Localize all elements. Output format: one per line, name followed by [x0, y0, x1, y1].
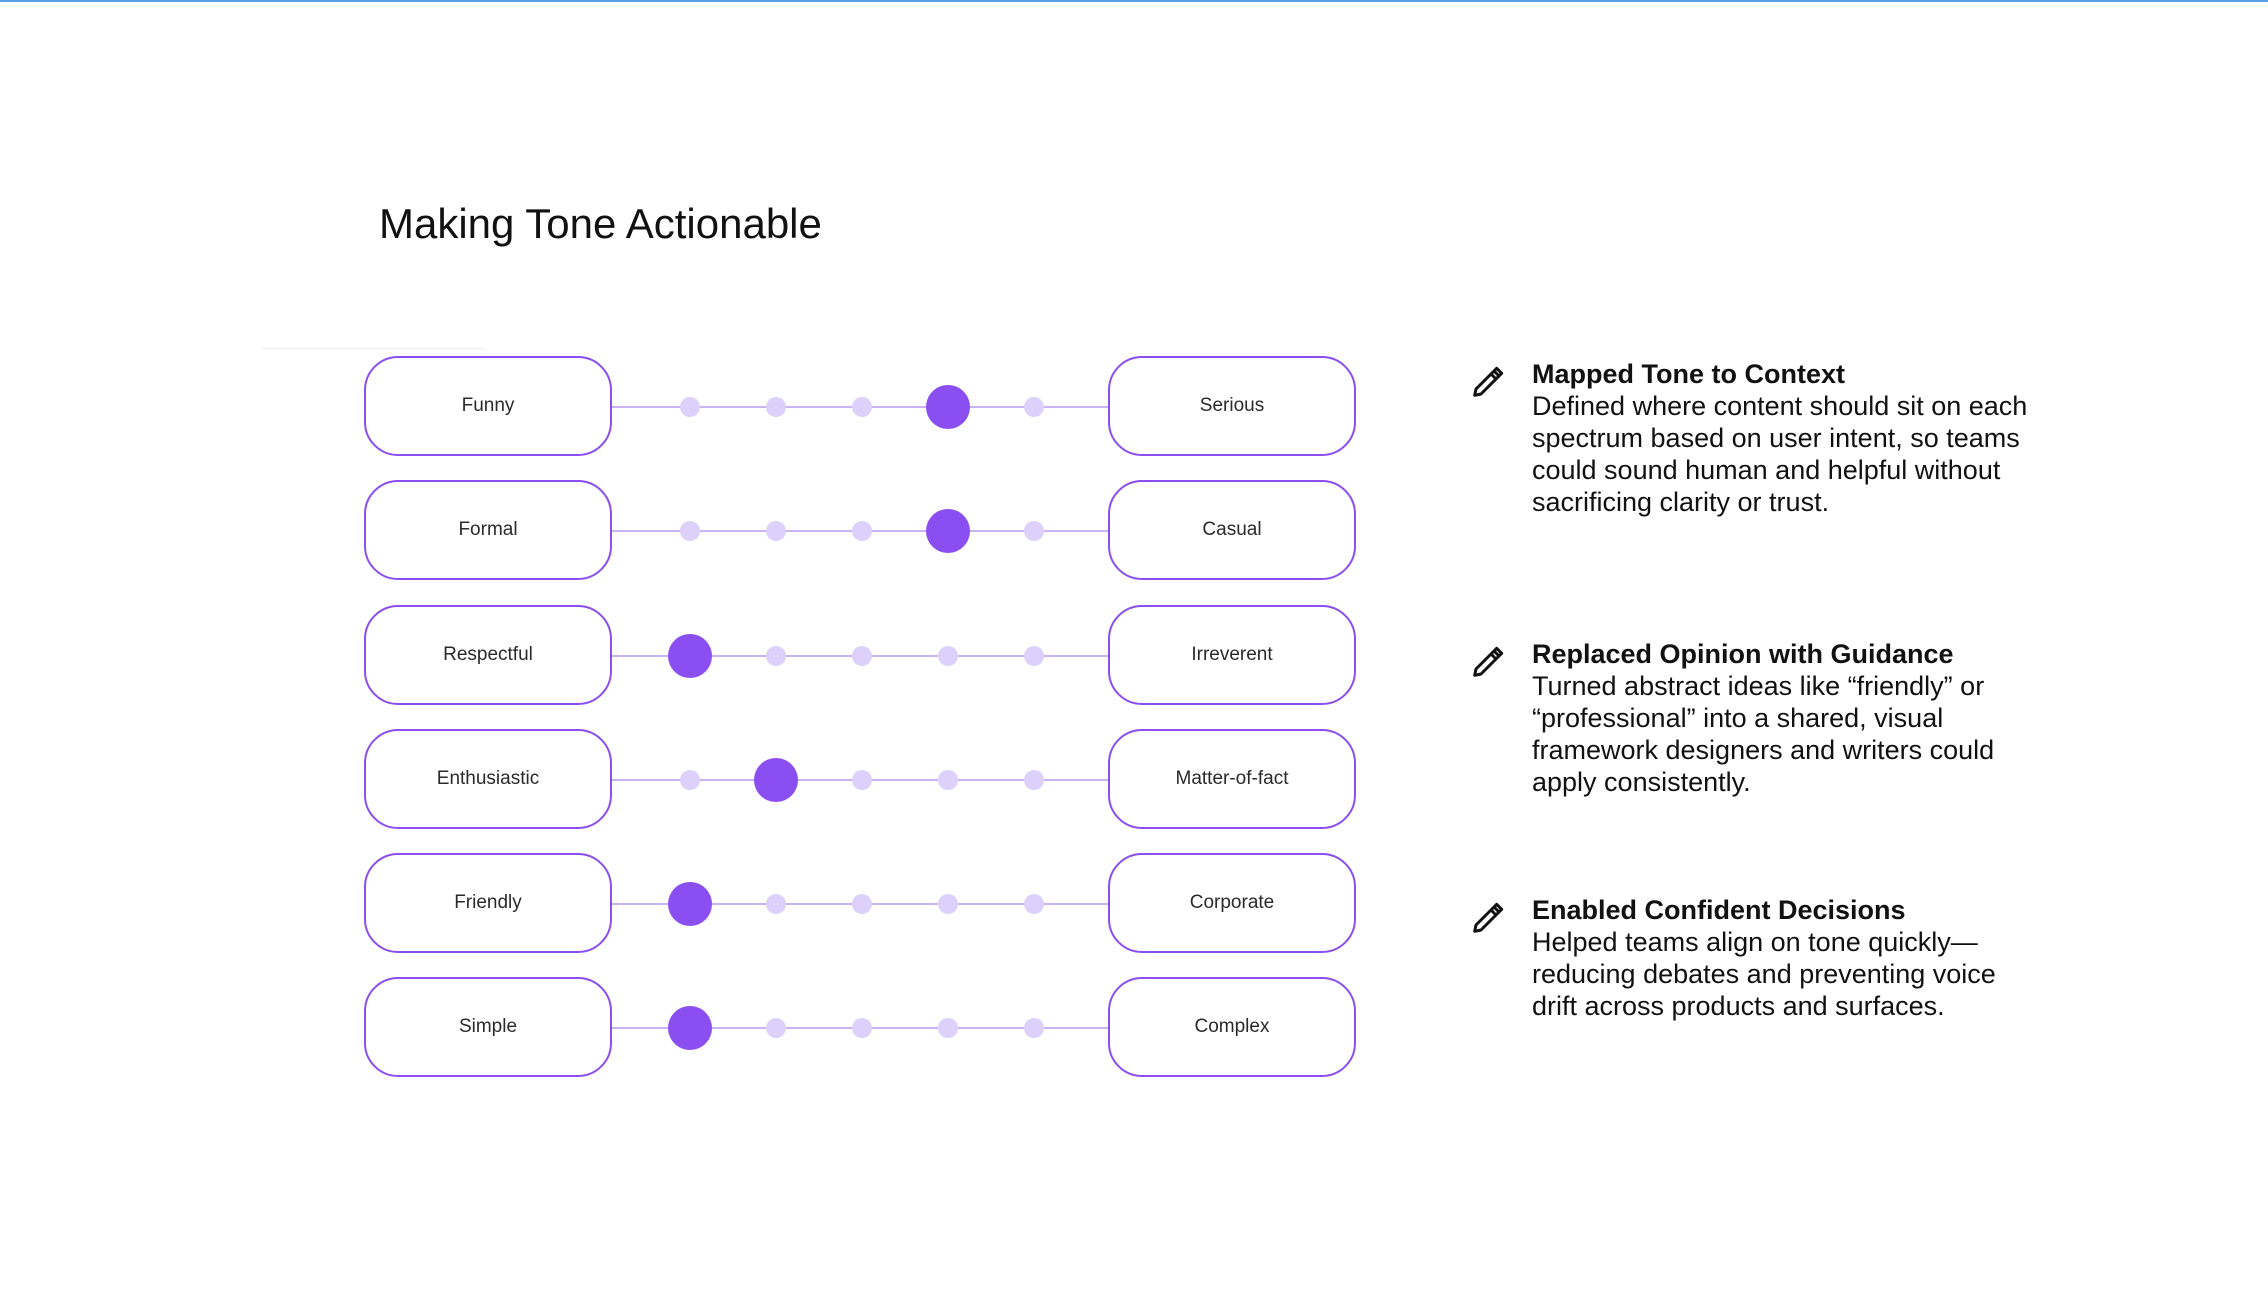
spectrum-right-label: Complex [1108, 977, 1356, 1077]
spectrum-right-label: Casual [1108, 480, 1356, 580]
spectrum-step-dot [1024, 770, 1044, 790]
spectrum-step-dot [680, 770, 700, 790]
note-title: Enabled Confident Decisions [1532, 895, 1906, 925]
spectrum-row-friendly-corporate: Friendly Corporate [364, 853, 1360, 957]
faint-divider [262, 348, 484, 349]
note-title: Mapped Tone to Context [1532, 359, 1845, 389]
pencil-icon [1473, 366, 1504, 397]
spectrum-step-dot [1024, 1018, 1044, 1038]
spectrum-row-respectful-irreverent: Respectful Irreverent [364, 605, 1360, 709]
spectrum-step-dot [938, 1018, 958, 1038]
spectrum-step-dot [852, 770, 872, 790]
tone-spectrum-diagram: Funny Serious Formal Casual Respectful I… [364, 356, 1360, 1084]
spectrum-step-dot [1024, 397, 1044, 417]
page-title: Making Tone Actionable [379, 200, 822, 247]
spectrum-step-dot [938, 894, 958, 914]
spectrum-selected-dot [668, 1006, 712, 1050]
spectrum-right-label: Irreverent [1108, 605, 1356, 705]
top-rule [0, 0, 2268, 2]
spectrum-step-dot [852, 894, 872, 914]
pencil-icon [1473, 646, 1504, 677]
spectrum-selected-dot [926, 385, 970, 429]
spectrum-step-dot [852, 521, 872, 541]
note-body: Defined where content should sit on each… [1532, 391, 2028, 517]
note-title: Replaced Opinion with Guidance [1532, 639, 1954, 669]
spectrum-left-label: Formal [364, 480, 612, 580]
spectrum-left-label: Friendly [364, 853, 612, 953]
spectrum-row-enthusiastic-matter-of-fact: Enthusiastic Matter-of-fact [364, 729, 1360, 833]
spectrum-step-dot [1024, 521, 1044, 541]
spectrum-right-label: Matter-of-fact [1108, 729, 1356, 829]
spectrum-selected-dot [668, 882, 712, 926]
spectrum-selected-dot [668, 634, 712, 678]
spectrum-step-dot [1024, 646, 1044, 666]
spectrum-step-dot [766, 1018, 786, 1038]
spectrum-left-label: Simple [364, 977, 612, 1077]
spectrum-selected-dot [754, 758, 798, 802]
spectrum-right-label: Corporate [1108, 853, 1356, 953]
spectrum-row-funny-serious: Funny Serious [364, 356, 1360, 460]
spectrum-left-label: Funny [364, 356, 612, 456]
spectrum-step-dot [766, 521, 786, 541]
note-body: Turned abstract ideas like “friendly” or… [1532, 671, 1995, 797]
spectrum-right-label: Serious [1108, 356, 1356, 456]
spectrum-step-dot [852, 646, 872, 666]
spectrum-row-simple-complex: Simple Complex [364, 977, 1360, 1081]
spectrum-step-dot [852, 1018, 872, 1038]
pencil-icon [1473, 902, 1504, 933]
spectrum-left-label: Respectful [364, 605, 612, 705]
spectrum-row-formal-casual: Formal Casual [364, 480, 1360, 584]
spectrum-step-dot [852, 397, 872, 417]
spectrum-step-dot [680, 397, 700, 417]
spectrum-step-dot [938, 646, 958, 666]
note-body: Helped teams align on tone quickly—reduc… [1532, 927, 1996, 1021]
spectrum-step-dot [938, 770, 958, 790]
spectrum-selected-dot [926, 509, 970, 553]
spectrum-step-dot [766, 646, 786, 666]
spectrum-step-dot [766, 894, 786, 914]
spectrum-step-dot [680, 521, 700, 541]
spectrum-left-label: Enthusiastic [364, 729, 612, 829]
spectrum-step-dot [1024, 894, 1044, 914]
spectrum-step-dot [766, 397, 786, 417]
